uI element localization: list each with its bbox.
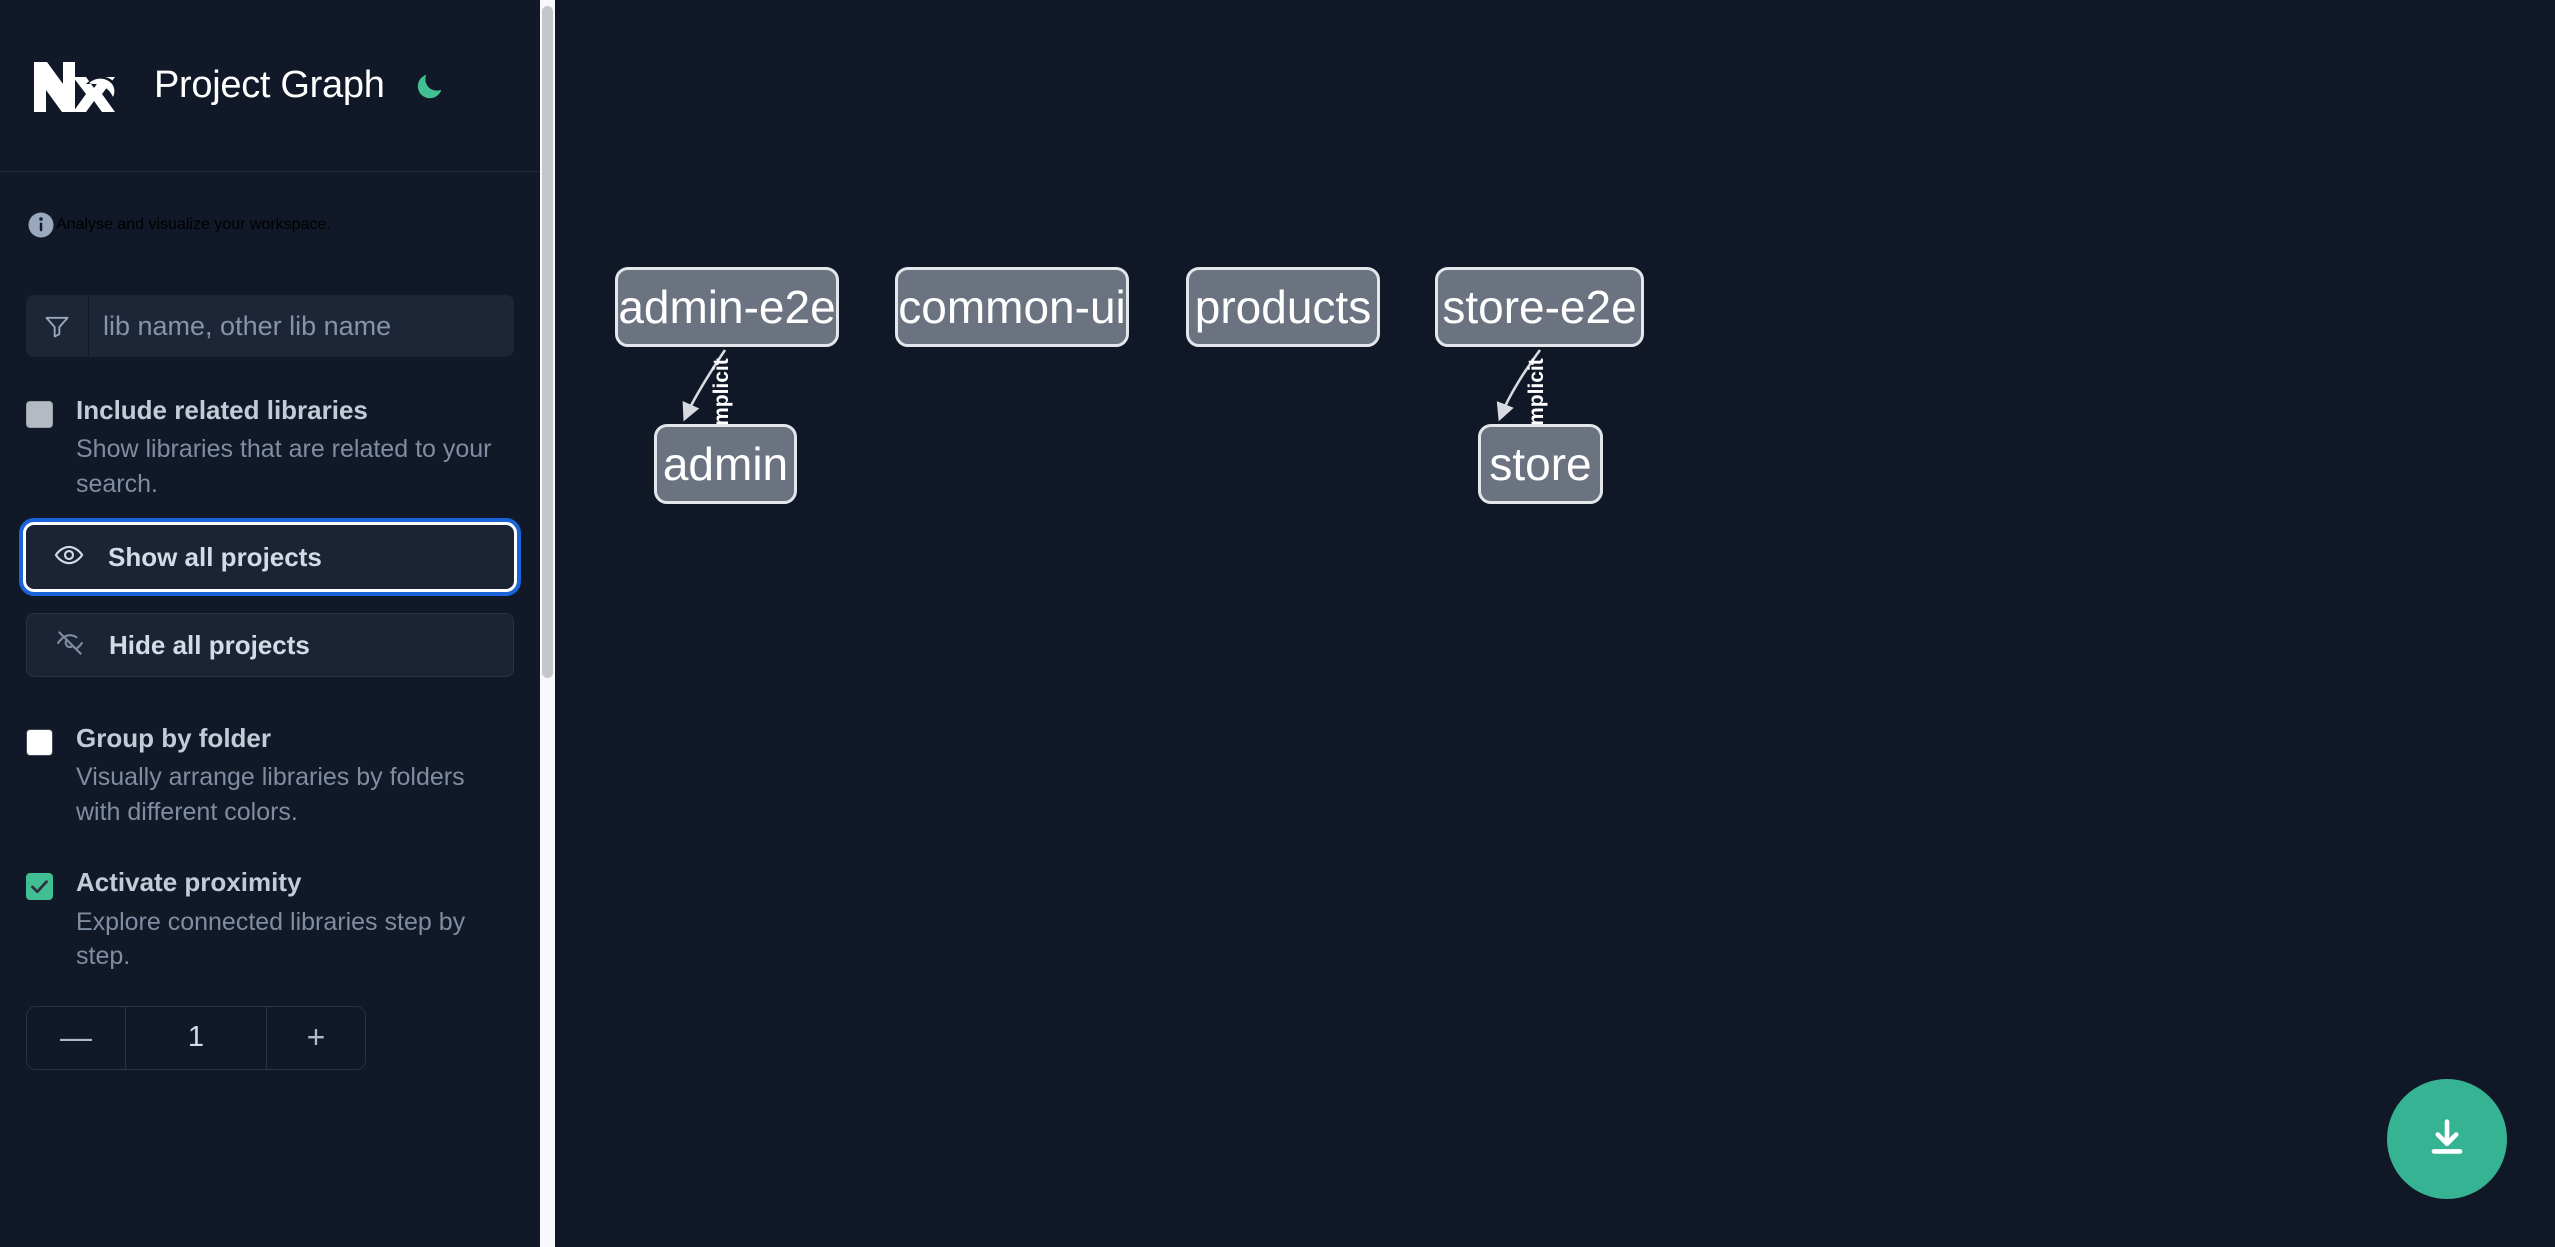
hide-all-projects-label: Hide all projects — [109, 629, 310, 660]
eye-icon — [54, 540, 84, 575]
show-all-projects-label: Show all projects — [108, 541, 322, 572]
proximity-value[interactable]: 1 — [126, 1006, 266, 1069]
search-row — [26, 295, 514, 357]
sidebar-content: Project Graph Analyse and visualize yo — [0, 0, 540, 1247]
option-include-related-libraries[interactable]: Include related libraries Show libraries… — [26, 395, 514, 501]
nx-logo-icon — [26, 54, 122, 118]
option-description: Visually arrange libraries by folders wi… — [76, 763, 465, 826]
moon-icon[interactable] — [411, 67, 449, 105]
search-input[interactable] — [89, 295, 514, 357]
graph-node-store-e2e[interactable]: store-e2e — [1435, 267, 1644, 347]
filter-icon[interactable] — [26, 295, 89, 357]
edge-admin-e2e-admin — [682, 349, 727, 422]
graph-node-label: admin-e2e — [618, 281, 836, 333]
download-image-button[interactable] — [2387, 1079, 2507, 1199]
sidebar-panel: Include related libraries Show libraries… — [0, 295, 540, 1070]
show-all-projects-button[interactable]: Show all projects — [23, 522, 517, 593]
graph-node-common-ui[interactable]: common-ui — [895, 267, 1129, 347]
sidebar: Project Graph Analyse and visualize yo — [0, 0, 555, 1247]
graph-node-label: admin — [662, 438, 789, 490]
info-icon — [26, 210, 56, 240]
option-label: Include related libraries — [76, 395, 368, 425]
proximity-stepper: — 1 + — [26, 1005, 366, 1070]
graph-node-label: store-e2e — [1442, 281, 1637, 333]
graph-node-admin[interactable]: admin — [654, 424, 797, 504]
option-description: Explore connected libraries step by step… — [76, 907, 466, 971]
option-label: Group by folder — [76, 723, 271, 754]
sidebar-scrollbar[interactable] — [540, 0, 555, 1247]
graph-canvas[interactable]: implicit implicit admin-e2e common-ui pr… — [555, 0, 2555, 1247]
option-label: Activate proximity — [76, 867, 302, 898]
proximity-decrement-button[interactable]: — — [27, 1006, 126, 1069]
checkbox-include-related-libraries[interactable] — [26, 401, 53, 428]
sidebar-tagline: Analyse and visualize your workspace. — [0, 172, 540, 277]
sidebar-header: Project Graph — [0, 0, 540, 172]
edge-store-e2e-store — [1496, 349, 1542, 422]
sidebar-scrollbar-thumb[interactable] — [542, 6, 553, 678]
proximity-increment-button[interactable]: + — [266, 1006, 365, 1069]
option-group-by-folder[interactable]: Group by folder Visually arrange librari… — [26, 723, 514, 829]
checkbox-group-by-folder[interactable] — [26, 729, 53, 757]
option-activate-proximity[interactable]: Activate proximity Explore connected lib… — [26, 867, 514, 973]
option-description: Show libraries that are related to your … — [76, 435, 492, 498]
graph-node-admin-e2e[interactable]: admin-e2e — [615, 267, 839, 347]
graph-edges — [682, 349, 1542, 422]
download-icon — [2424, 1115, 2470, 1164]
graph-node-store[interactable]: store — [1478, 424, 1603, 504]
hide-all-projects-button[interactable]: Hide all projects — [26, 613, 514, 678]
graph-node-label: store — [1489, 438, 1592, 490]
page-title: Project Graph — [154, 64, 385, 106]
graph-node-label: products — [1194, 281, 1372, 333]
checkbox-activate-proximity[interactable] — [26, 873, 53, 901]
eye-off-icon — [55, 628, 85, 663]
graph-node-label: common-ui — [898, 281, 1126, 333]
graph-node-products[interactable]: products — [1186, 267, 1380, 347]
sidebar-tagline-text: Analyse and visualize your workspace. — [56, 215, 331, 233]
